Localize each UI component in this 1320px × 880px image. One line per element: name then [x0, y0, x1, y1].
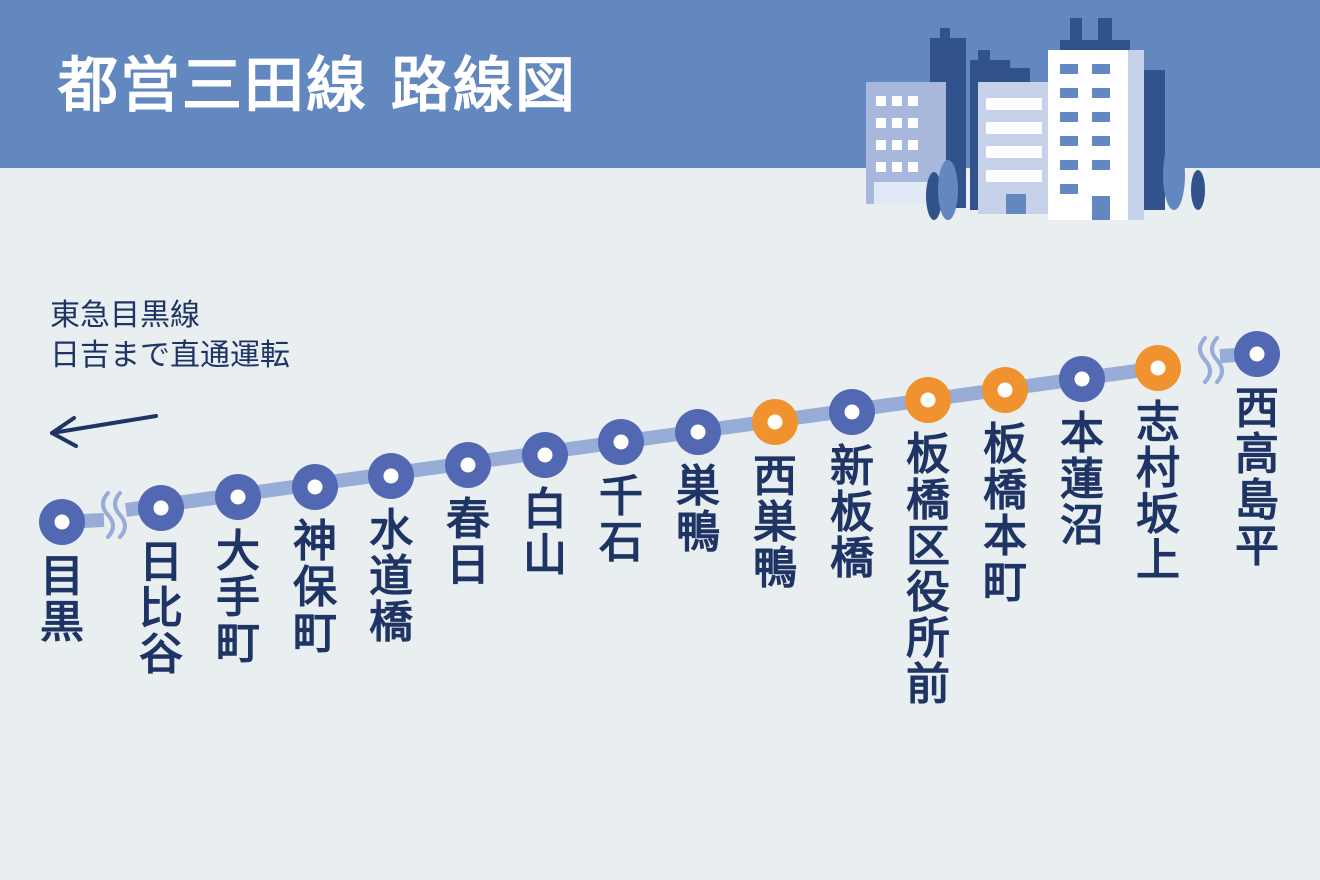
station-label: 西巣鴨	[753, 451, 797, 594]
station-label: 西高島平	[1235, 383, 1279, 572]
station-marker	[1059, 356, 1105, 402]
station-label: 巣鴨	[676, 461, 720, 558]
station-marker	[829, 389, 875, 435]
station-marker	[445, 442, 491, 488]
station-label: 板橋本町	[983, 419, 1027, 608]
through-service-line1: 東急目黒線	[50, 298, 200, 333]
station-label: 春日	[446, 494, 490, 591]
station-label: 本蓮沼	[1060, 408, 1104, 551]
station-marker	[1234, 331, 1280, 377]
station-label: 日比谷	[139, 537, 183, 680]
station-label: 千石	[599, 471, 643, 568]
station-marker	[39, 499, 85, 545]
station-label: 大手町	[216, 526, 260, 669]
station-marker	[982, 367, 1028, 413]
line-break-icon	[101, 491, 127, 539]
station-marker	[368, 453, 414, 499]
header-bar: 都営三田線 路線図	[0, 0, 1320, 220]
page-title: 都営三田線 路線図	[58, 51, 577, 121]
station-label: 志村坂上	[1136, 397, 1180, 586]
through-service-note: 東急目黒線 日吉まで直通運転	[50, 296, 290, 376]
station-label: 目黒	[40, 551, 84, 648]
city-buildings-illustration	[866, 18, 1205, 220]
station-marker	[138, 485, 184, 531]
station-label: 水道橋	[369, 505, 413, 648]
station-marker	[675, 409, 721, 455]
station-label: 新板橋	[830, 441, 874, 584]
station-label: 板橋区役所前	[906, 429, 950, 710]
station-marker	[215, 474, 261, 520]
station-marker	[1135, 345, 1181, 391]
station-marker	[598, 419, 644, 465]
line-break-icon	[1198, 336, 1224, 384]
through-service-line2: 日吉まで直通運転	[50, 338, 290, 373]
left-arrow-icon	[50, 414, 158, 448]
station-marker	[752, 399, 798, 445]
station-marker	[292, 464, 338, 510]
station-marker	[905, 377, 951, 423]
station-label: 神保町	[293, 516, 337, 659]
station-marker	[522, 432, 568, 478]
station-label: 白山	[523, 484, 567, 581]
